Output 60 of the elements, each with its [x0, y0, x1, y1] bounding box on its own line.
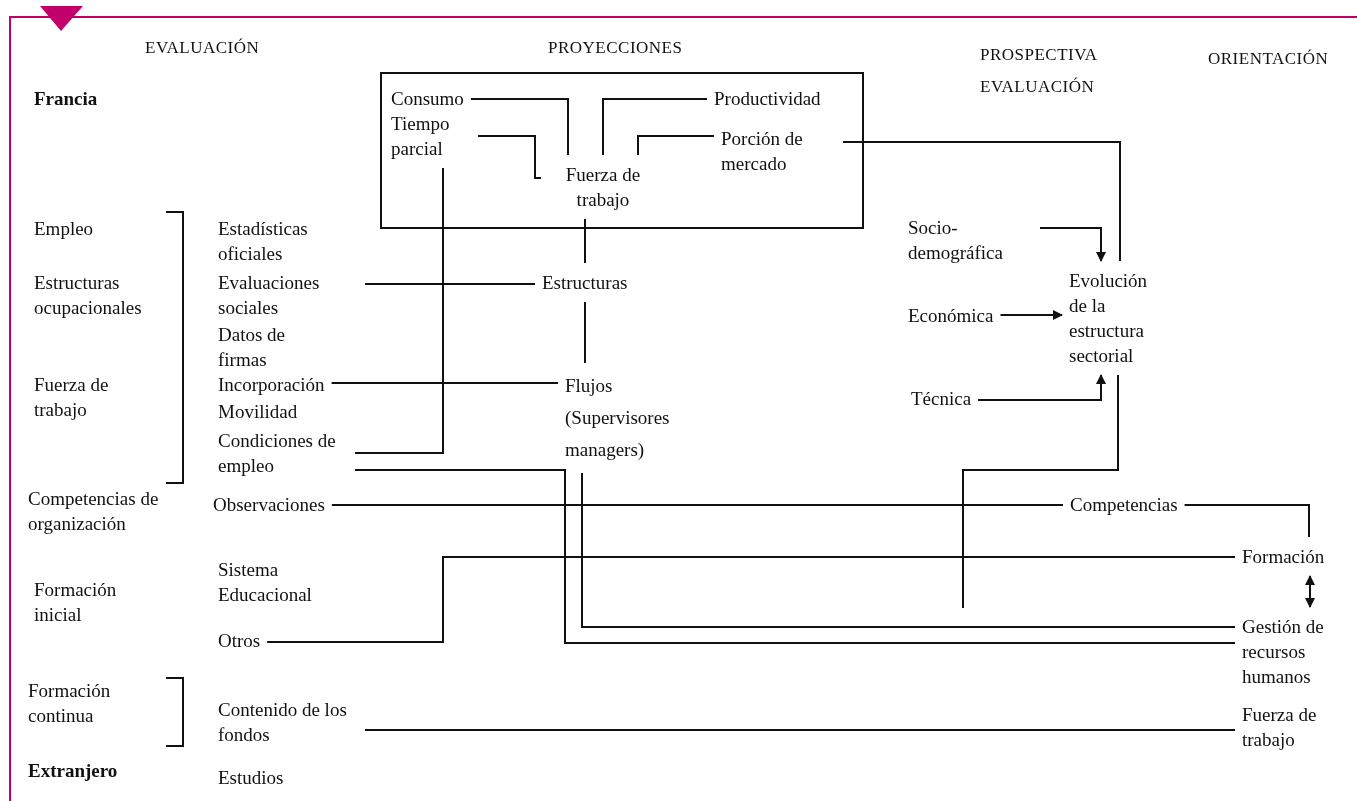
connector-line: [962, 374, 1119, 609]
column-heading: EVALUACIÓN: [145, 37, 260, 59]
text-label: Fuerza de trabajo: [548, 162, 658, 212]
text-label: Estadísticas oficiales: [218, 217, 309, 266]
connector-line: [584, 301, 586, 364]
text-label: Movilidad: [218, 400, 298, 424]
connector-line: [1183, 504, 1310, 538]
connector-line: [364, 283, 536, 285]
text-label: Condiciones de empleo: [218, 428, 348, 478]
text-label: Observaciones: [213, 492, 325, 517]
column-heading: PROSPECTIVA: [980, 44, 1098, 66]
column-heading: ORIENTACIÓN: [1208, 48, 1329, 70]
section-heading: Extranjero: [28, 759, 118, 783]
text-label: Sistema Educacional: [218, 558, 313, 607]
text-label: Porción de mercado: [721, 126, 836, 176]
text-label: Evolución de la estructura sectorial: [1069, 268, 1167, 368]
text-label: Competencias: [1070, 492, 1178, 517]
connector-line: [364, 729, 1236, 731]
text-label: Estudios: [218, 766, 284, 790]
text-label: Flujos (Supervisores managers): [565, 370, 680, 466]
text-label: Datos de firmas: [218, 323, 286, 372]
text-label: Fuerza de trabajo: [34, 373, 110, 422]
text-label: Estructuras ocupacionales: [34, 271, 143, 320]
text-label: Económica: [908, 303, 994, 328]
text-label: Incorporación: [218, 372, 325, 397]
text-label: Formación inicial: [34, 578, 118, 627]
arrow: [1039, 227, 1106, 262]
text-label: Otros: [218, 628, 261, 653]
arrow: [1305, 575, 1315, 608]
arrow: [999, 310, 1063, 320]
text-label: Empleo: [34, 217, 94, 241]
text-label: Estructuras: [542, 270, 628, 295]
text-label: Formación: [1242, 544, 1325, 569]
column-heading: PROYECCIONES: [548, 37, 683, 59]
connector-line: [581, 472, 1236, 628]
section-heading: Francia: [34, 87, 98, 111]
connector-line: [330, 382, 559, 384]
arrow: [977, 374, 1106, 401]
text-label: Técnica: [911, 386, 972, 411]
connector-line: [354, 469, 1236, 644]
connector-line: [469, 98, 569, 156]
text-label: Formación continua: [28, 679, 112, 728]
connector-line: [584, 218, 586, 264]
connector-line: [637, 135, 715, 156]
connector-line: [330, 504, 1064, 506]
text-label: Tiempo parcial: [391, 111, 471, 161]
connector-line: [602, 98, 708, 156]
text-label: Gestión de recursos humanos: [1242, 614, 1352, 689]
connector-line: [477, 135, 542, 179]
text-label: Socio- demográfica: [908, 215, 1033, 265]
text-label: Contenido de los fondos: [218, 697, 358, 747]
connector-line: [354, 167, 444, 454]
text-label: Fuerza de trabajo: [1242, 702, 1342, 752]
text-label: Productividad: [714, 86, 821, 111]
frame-box: [380, 72, 864, 229]
connector-line: [842, 141, 1121, 262]
text-label: Consumo: [391, 86, 464, 111]
connector-line: [266, 556, 1236, 643]
column-heading: EVALUACIÓN: [980, 76, 1095, 98]
text-label: Evaluaciones sociales: [218, 270, 358, 320]
